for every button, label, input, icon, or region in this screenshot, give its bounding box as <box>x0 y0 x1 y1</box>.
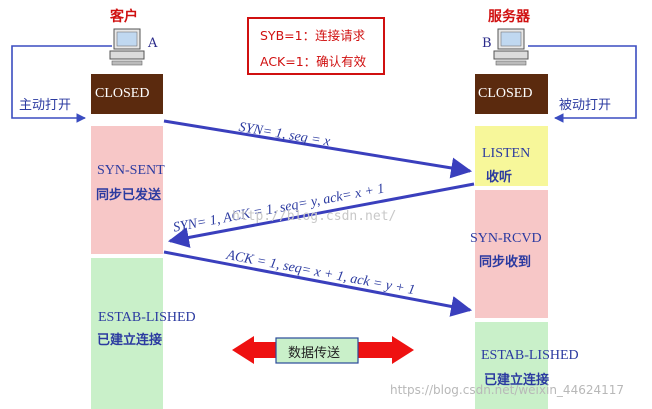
client-computer-icon <box>109 28 145 66</box>
legend-line-1: SYB=1：连接请求 <box>260 28 366 43</box>
server-closed-label: CLOSED <box>478 86 533 101</box>
server-established-box <box>475 322 548 409</box>
client-title: 客户 <box>110 9 138 25</box>
server-title: 服务器 <box>488 9 530 25</box>
data-transfer-box <box>275 337 359 364</box>
client-active-open-label: 主动打开 <box>19 98 72 113</box>
client-syn-sent-cn: 同步已发送 <box>96 188 162 203</box>
server-listen-cn: 收听 <box>486 170 513 185</box>
syn-arrow <box>163 119 473 179</box>
data-transfer-label: 数据传送 <box>288 346 341 361</box>
server-letter: B <box>482 36 492 51</box>
watermark-mid: http://blog.csdn.net/ <box>232 209 397 224</box>
client-established-cn: 已建立连接 <box>97 333 163 348</box>
server-syn-rcvd-en: SYN-RCVD <box>470 231 542 246</box>
watermark-bottom: https://blog.csdn.net/weixin_44624117 <box>390 383 625 397</box>
client-loop-line <box>11 45 112 123</box>
server-loop-line <box>528 45 637 123</box>
client-established-box <box>91 258 163 409</box>
server-passive-open-label: 被动打开 <box>559 98 612 113</box>
client-letter: A <box>148 36 158 51</box>
client-closed-box <box>91 74 163 114</box>
server-syn-rcvd-box <box>475 190 548 318</box>
legend-line-2: ACK=1：确认有效 <box>260 54 367 69</box>
legend-box <box>247 17 385 75</box>
server-closed-box <box>475 74 548 114</box>
syn-ack-arrow <box>167 182 475 248</box>
server-syn-rcvd-cn: 同步收到 <box>479 255 532 270</box>
server-listen-en: LISTEN <box>482 146 531 161</box>
client-established-en: ESTAB-LISHED <box>98 310 196 325</box>
server-established-en: ESTAB-LISHED <box>481 348 579 363</box>
server-computer-icon <box>493 28 529 66</box>
ack-arrow <box>163 250 473 317</box>
server-listen-box <box>475 126 548 186</box>
client-syn-sent-en: SYN-SENT <box>97 163 165 178</box>
client-syn-sent-box <box>91 126 163 254</box>
server-established-cn: 已建立连接 <box>484 373 550 388</box>
client-closed-label: CLOSED <box>95 86 150 101</box>
